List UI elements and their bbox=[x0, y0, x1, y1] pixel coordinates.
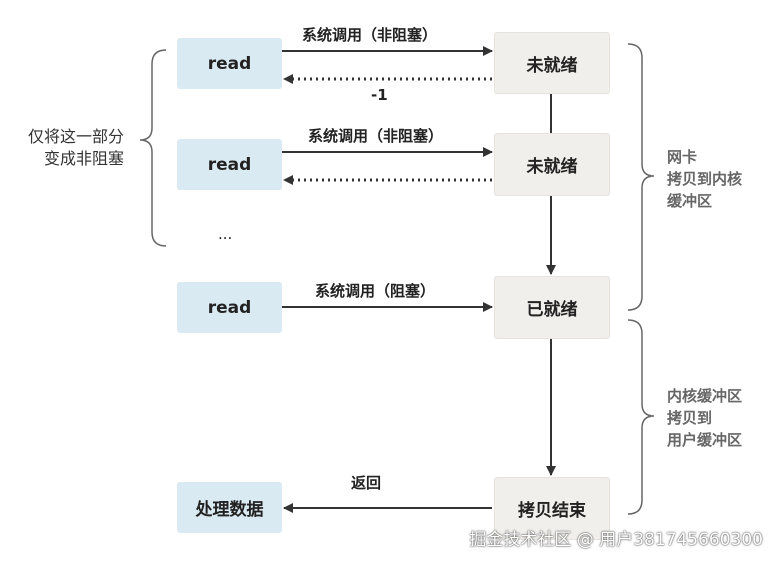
read-box-3: read bbox=[177, 282, 282, 333]
left-note: 仅将这一部分 变成非阻塞 bbox=[14, 126, 124, 170]
right-brace-bottom bbox=[627, 319, 655, 515]
right-note-top: 网卡 拷贝到内核 缓冲区 bbox=[667, 146, 742, 212]
right-note-bottom-line-2: 拷贝到 bbox=[667, 409, 713, 427]
right-note-top-line-3: 缓冲区 bbox=[667, 192, 713, 210]
not-ready-box-1: 未就绪 bbox=[494, 32, 610, 94]
right-note-bottom-line-1: 内核缓冲区 bbox=[667, 387, 743, 405]
ready-box: 已就绪 bbox=[494, 276, 610, 339]
left-brace bbox=[139, 49, 167, 247]
right-brace-top bbox=[627, 43, 655, 311]
right-note-top-line-2: 拷贝到内核 bbox=[667, 170, 743, 188]
ellipsis-label: ... bbox=[218, 225, 233, 243]
right-note-bottom: 内核缓冲区 拷贝到 用户缓冲区 bbox=[667, 385, 742, 451]
syscall-blocking-label: 系统调用（阻塞） bbox=[315, 282, 436, 300]
process-data-box: 处理数据 bbox=[177, 482, 282, 533]
right-note-bottom-line-3: 用户缓冲区 bbox=[667, 431, 743, 449]
syscall-nonblocking-label-2: 系统调用（非阻塞） bbox=[308, 127, 444, 145]
not-ready-box-2: 未就绪 bbox=[494, 133, 610, 196]
copy-done-box: 拷贝结束 bbox=[494, 477, 610, 540]
return-label: 返回 bbox=[351, 474, 382, 492]
syscall-nonblocking-label-1: 系统调用（非阻塞） bbox=[302, 26, 438, 44]
watermark: 掘金技术社区 @ 用户381745660300 bbox=[469, 530, 763, 550]
right-note-top-line-1: 网卡 bbox=[667, 148, 698, 166]
read-box-2: read bbox=[177, 139, 282, 190]
read-box-1: read bbox=[177, 38, 282, 89]
left-note-line-1: 仅将这一部分 bbox=[27, 127, 124, 146]
left-note-line-2: 变成非阻塞 bbox=[43, 149, 124, 168]
return-minus-one-label: -1 bbox=[371, 86, 388, 104]
